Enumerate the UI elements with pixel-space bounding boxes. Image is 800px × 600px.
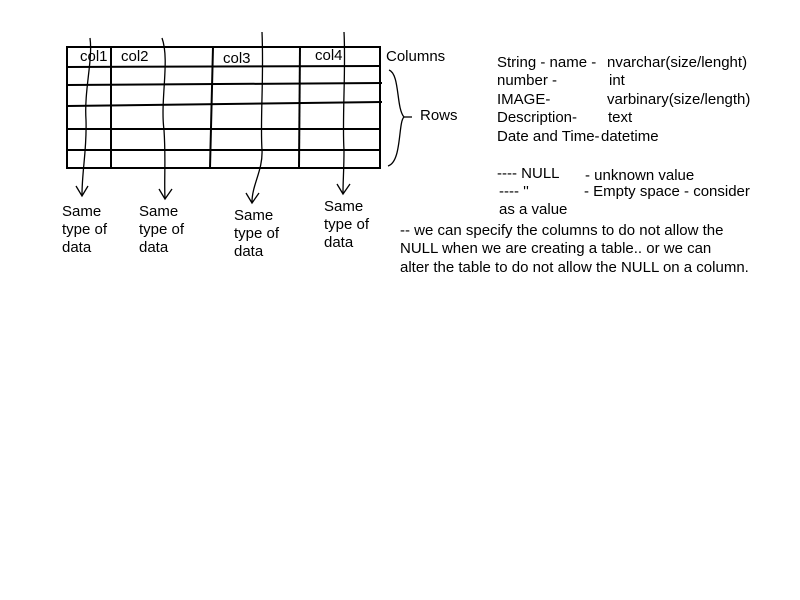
note-line: data bbox=[324, 234, 354, 251]
note-line: Same bbox=[324, 198, 364, 215]
arrow-head-col1 bbox=[75, 185, 89, 198]
row-line bbox=[66, 65, 381, 68]
column-note-col3: Same type of data bbox=[234, 207, 279, 261]
note-line: data bbox=[234, 243, 264, 260]
column-note-col2: Same type of data bbox=[139, 203, 184, 257]
columns-label: Columns bbox=[386, 48, 446, 65]
type-kind: Date and Time- bbox=[497, 128, 600, 145]
arrow-col2 bbox=[161, 37, 166, 199]
type-sql: datetime bbox=[601, 128, 659, 145]
type-sql: int bbox=[609, 72, 625, 89]
type-sql: nvarchar(size/lenght) bbox=[607, 54, 748, 71]
arrow-head-col3 bbox=[245, 192, 260, 205]
note-line: Same bbox=[62, 203, 102, 220]
type-kind: String - name - bbox=[497, 54, 597, 71]
note-line: data bbox=[62, 239, 92, 256]
note-line: type of bbox=[139, 221, 185, 238]
row-line bbox=[66, 82, 383, 86]
null-meaning: - unknown value bbox=[585, 167, 695, 184]
note-line: type of bbox=[324, 216, 370, 233]
type-kind: number - bbox=[497, 72, 558, 89]
table-border bbox=[66, 46, 381, 169]
type-sql: varbinary(size/length) bbox=[607, 91, 751, 108]
column-header-col3: col3 bbox=[223, 50, 251, 67]
arrow-col4 bbox=[342, 31, 346, 194]
arrow-head-col4 bbox=[336, 183, 351, 196]
column-header-col2: col2 bbox=[121, 48, 149, 65]
empty-meaning: - Empty space - consider bbox=[584, 183, 750, 200]
column-divider bbox=[209, 46, 214, 169]
empty-label: ---- '' bbox=[499, 183, 529, 200]
empty-meaning-cont: as a value bbox=[499, 201, 568, 218]
note-line-1: -- we can specify the columns to do not … bbox=[400, 222, 724, 239]
row-line bbox=[66, 101, 383, 107]
type-sql: text bbox=[608, 109, 633, 126]
rows-brace bbox=[387, 69, 405, 167]
arrow-col3 bbox=[251, 31, 264, 203]
column-arrows bbox=[75, 31, 351, 205]
arrow-col1 bbox=[81, 37, 92, 196]
column-header-col1: col1 bbox=[80, 48, 108, 65]
column-note-col1: Same type of data bbox=[62, 203, 107, 257]
column-divider bbox=[298, 46, 301, 169]
column-note-col4: Same type of data bbox=[324, 198, 369, 252]
note-line-2: NULL when we are creating a table.. or w… bbox=[400, 240, 712, 257]
arrow-head-col2 bbox=[158, 188, 173, 201]
note-line: data bbox=[139, 239, 169, 256]
table-grid bbox=[66, 46, 383, 169]
column-header-col4: col4 bbox=[315, 47, 343, 64]
type-kind: Description- bbox=[497, 109, 578, 126]
null-label: ---- NULL bbox=[497, 165, 560, 182]
rows-label: Rows bbox=[420, 107, 458, 124]
note-line: type of bbox=[62, 221, 108, 238]
note-line: type of bbox=[234, 225, 280, 242]
type-kind: IMAGE- bbox=[497, 91, 551, 108]
note-line: Same bbox=[139, 203, 179, 220]
note-line-3: alter the table to do not allow the NULL… bbox=[400, 259, 749, 276]
note-line: Same bbox=[234, 207, 274, 224]
